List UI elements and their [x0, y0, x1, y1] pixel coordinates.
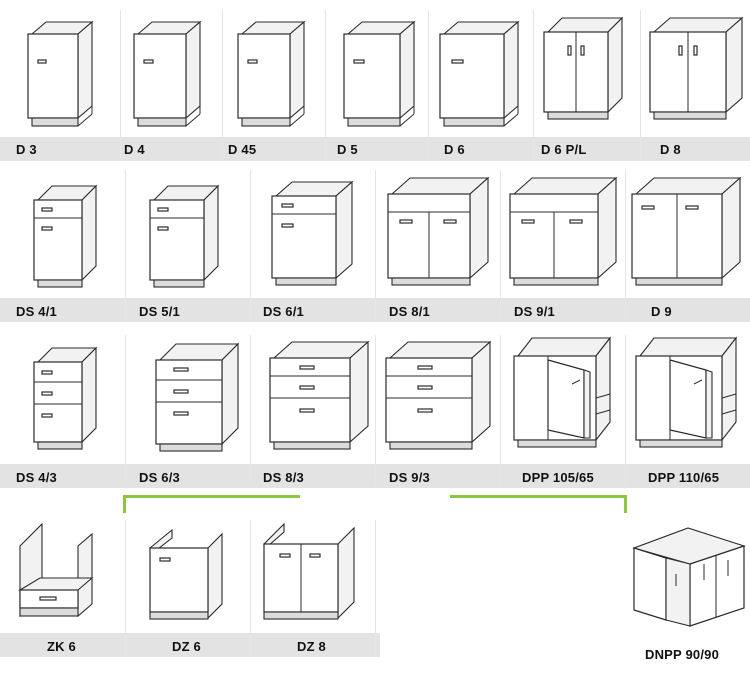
label-band-row-4: [0, 633, 380, 657]
label-ds41: DS 4/1: [16, 304, 57, 319]
separator: [375, 170, 376, 320]
cabinet-ds61-drawing: [268, 176, 358, 288]
separator: [625, 335, 626, 485]
bracket-right-horizontal: [450, 495, 627, 498]
label-d6: D 6: [444, 142, 465, 157]
cabinet-d6pl-drawing: [540, 12, 630, 122]
label-ds91: DS 9/1: [514, 304, 555, 319]
cabinet-d6-drawing: [436, 20, 526, 130]
separator: [250, 170, 251, 320]
label-ds61: DS 6/1: [263, 304, 304, 319]
bracket-right-vertical: [624, 495, 627, 513]
cabinet-dnpp9090-drawing: [630, 524, 750, 634]
label-ds43: DS 4/3: [16, 470, 57, 485]
separator: [500, 170, 501, 320]
bracket-left-vertical: [123, 495, 126, 513]
label-ds51: DS 5/1: [139, 304, 180, 319]
separator: [125, 170, 126, 320]
label-d4: D 4: [124, 142, 145, 157]
cabinet-dz6-drawing: [144, 524, 228, 624]
separator: [500, 335, 501, 485]
cabinet-ds51-drawing: [146, 180, 226, 290]
cabinet-dpp11065-drawing: [632, 334, 744, 452]
cabinet-ds83-drawing: [266, 336, 374, 452]
separator: [125, 520, 126, 655]
separator: [375, 520, 376, 655]
separator: [222, 10, 223, 160]
label-dz6: DZ 6: [172, 639, 201, 654]
separator: [250, 520, 251, 655]
separator: [125, 335, 126, 485]
label-dpp10565: DPP 105/65: [522, 470, 594, 485]
cabinet-ds63-drawing: [152, 338, 244, 452]
separator: [325, 10, 326, 160]
separator: [640, 10, 641, 160]
separator: [120, 10, 121, 160]
label-d9: D 9: [651, 304, 672, 319]
cabinet-d4-drawing: [130, 20, 210, 130]
separator: [250, 335, 251, 485]
cabinet-d5-drawing: [340, 20, 424, 130]
label-d3: D 3: [16, 142, 37, 157]
cabinet-zk6-drawing: [14, 520, 100, 624]
label-zk6: ZK 6: [47, 639, 76, 654]
separator: [428, 10, 429, 160]
cabinet-ds91-drawing: [506, 172, 622, 286]
label-band-row-1: [0, 137, 750, 161]
label-d8: D 8: [660, 142, 681, 157]
label-ds83: DS 8/3: [263, 470, 304, 485]
cabinet-ds43-drawing: [30, 342, 110, 454]
separator: [625, 170, 626, 320]
label-ds63: DS 6/3: [139, 470, 180, 485]
label-dpp11065: DPP 110/65: [648, 470, 720, 485]
bracket-left-horizontal: [123, 495, 300, 498]
cabinet-ds81-drawing: [384, 172, 494, 286]
separator: [375, 335, 376, 485]
label-ds81: DS 8/1: [389, 304, 430, 319]
label-d45: D 45: [228, 142, 257, 157]
cabinet-d45-drawing: [234, 20, 314, 130]
label-ds93: DS 9/3: [389, 470, 430, 485]
cabinet-ds41-drawing: [30, 180, 110, 290]
cabinet-d8-drawing: [646, 12, 746, 122]
label-dnpp9090: DNPP 90/90: [645, 647, 720, 662]
cabinet-dz8-drawing: [258, 520, 362, 624]
cabinet-ds93-drawing: [382, 336, 496, 452]
cabinet-d3-drawing: [22, 20, 102, 130]
label-d6pl: D 6 P/L: [541, 142, 587, 157]
label-dz8: DZ 8: [297, 639, 326, 654]
cabinet-dpp10565-drawing: [510, 334, 618, 452]
label-d5: D 5: [337, 142, 358, 157]
separator: [533, 10, 534, 160]
cabinet-d9-drawing: [628, 172, 746, 286]
